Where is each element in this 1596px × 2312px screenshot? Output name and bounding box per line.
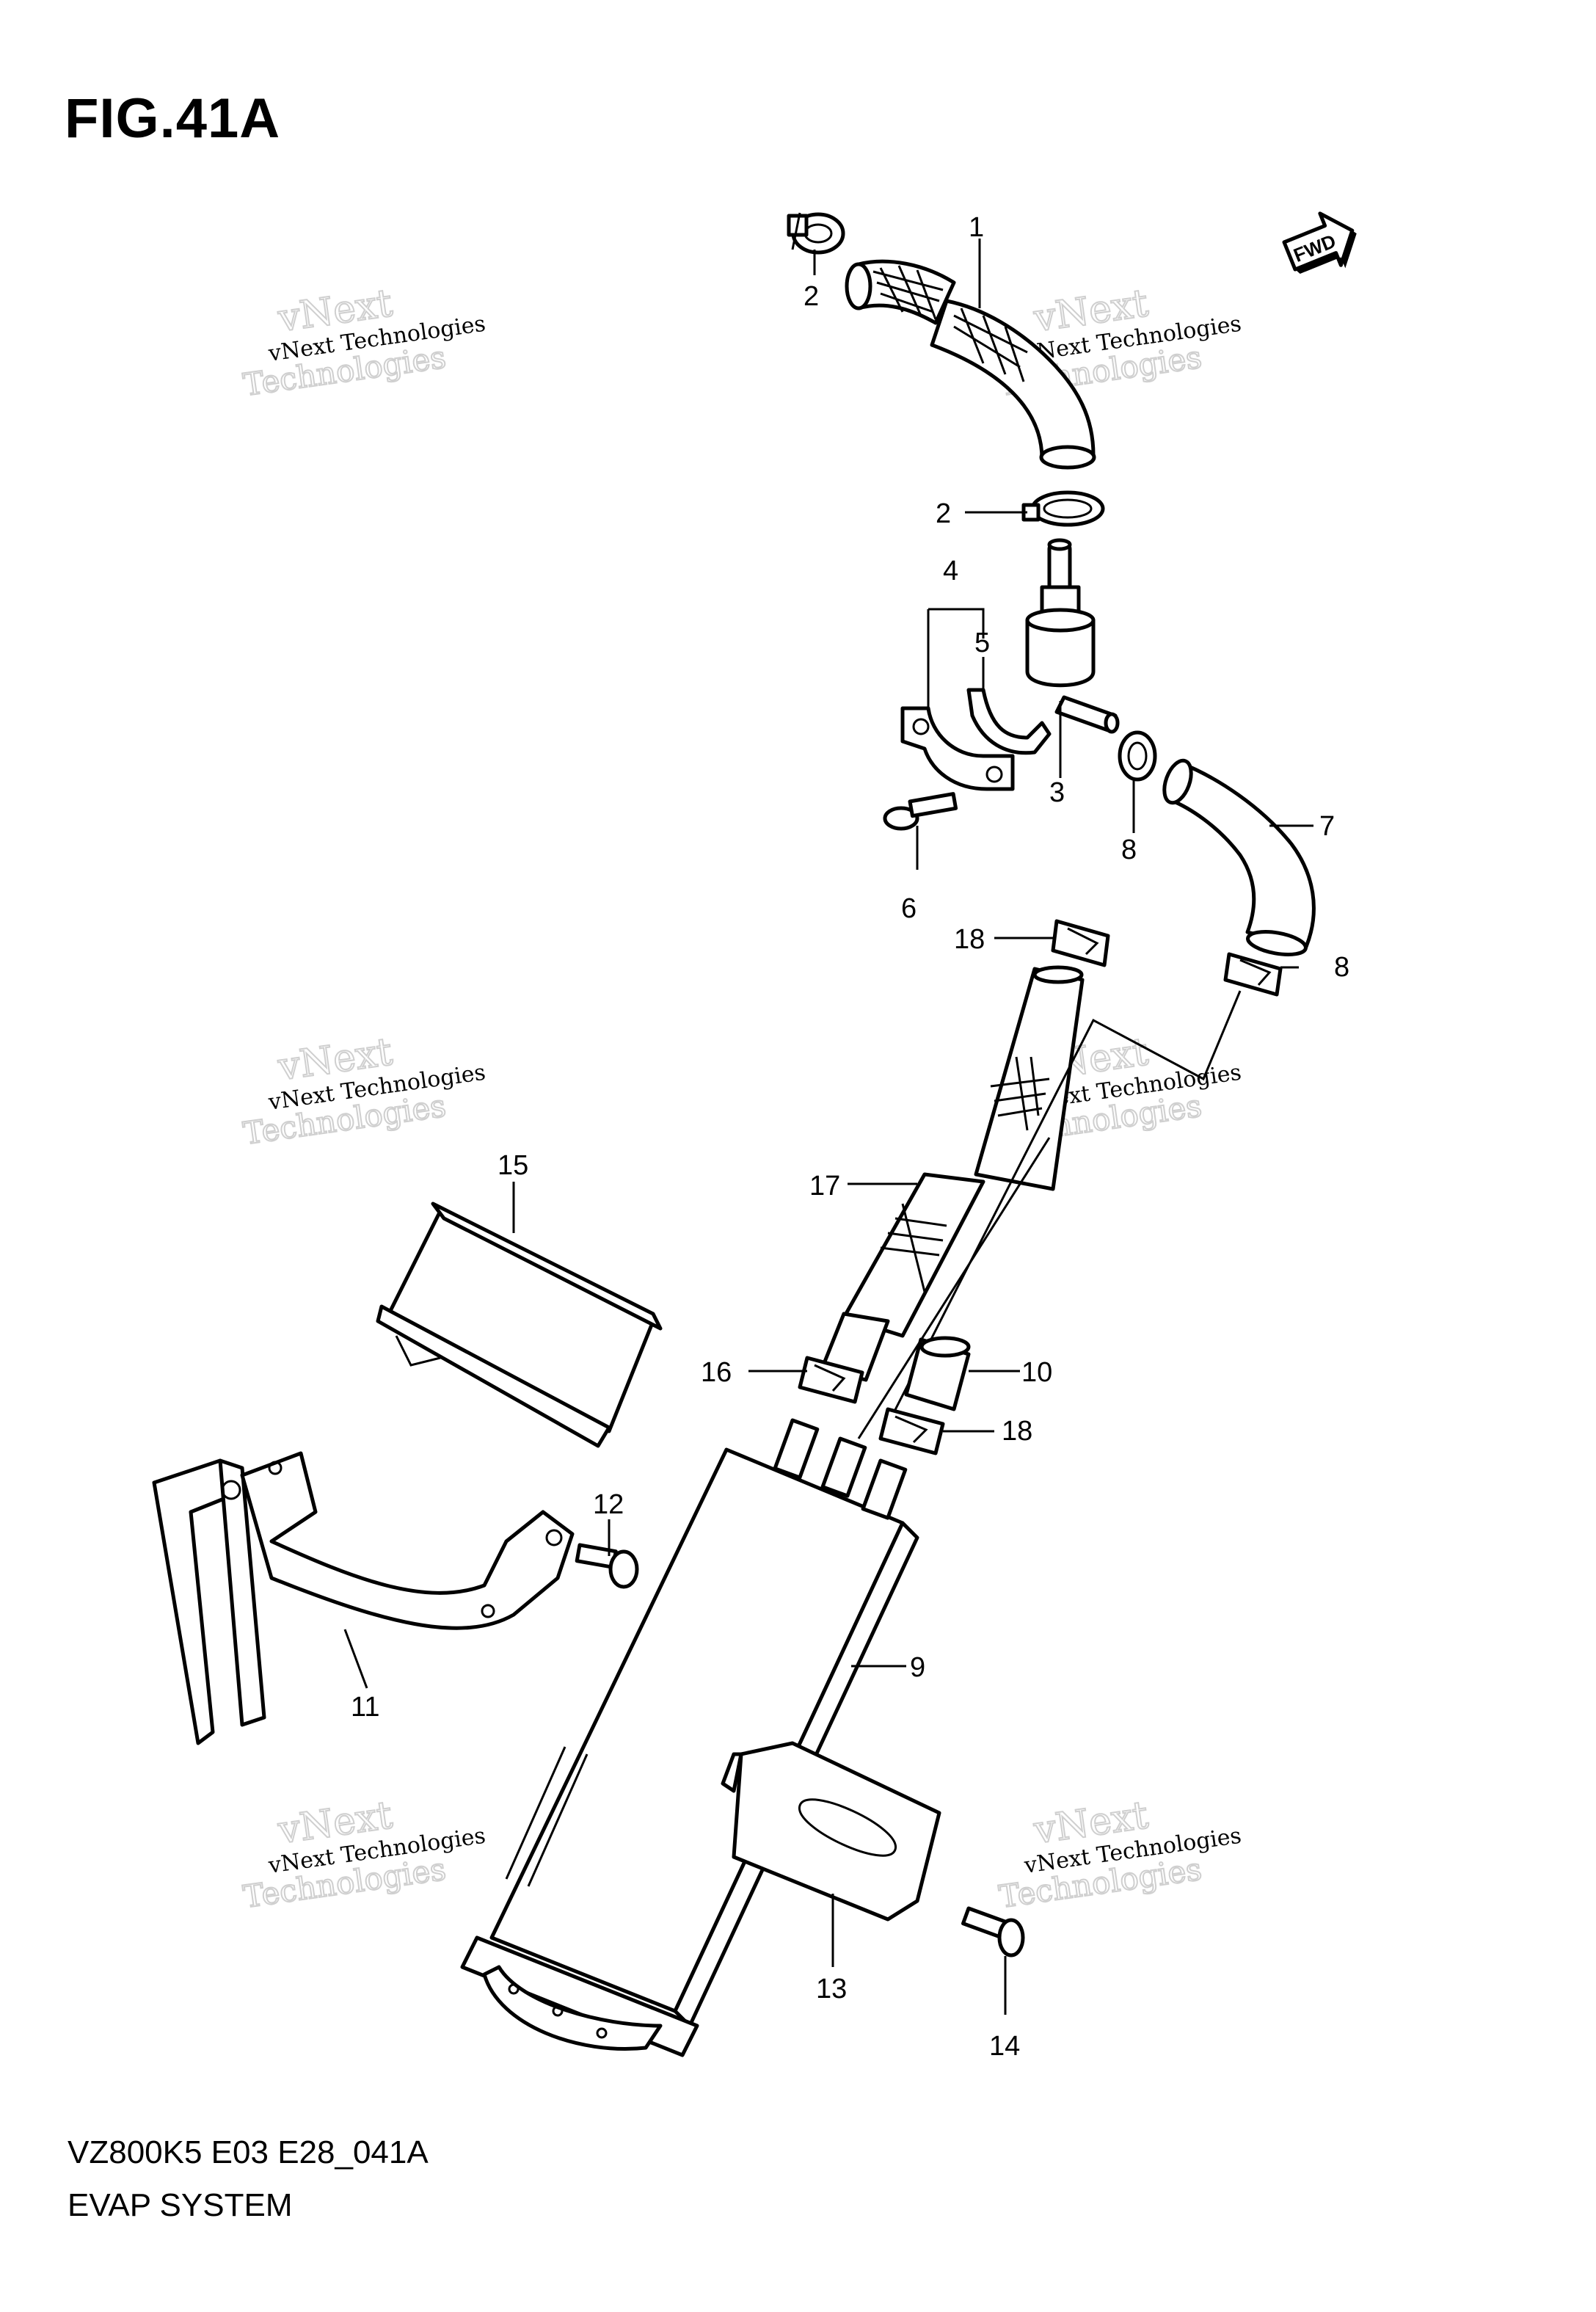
part-3-valve [1025,538,1120,734]
assembly-lines [857,990,1242,1439]
figure-subtitle: EVAP SYSTEM [68,2187,293,2223]
callout-1: 1 [969,212,984,243]
part-1-hose [845,259,1096,470]
callout-2-top: 2 [804,281,819,312]
part-14-screw [961,1906,1025,1957]
part-15-filter [376,1202,663,1448]
part-7-hose [1162,758,1316,956]
callout-12: 12 [593,1489,624,1520]
callout-9: 9 [910,1652,925,1683]
part-18-clip-lower [878,1407,945,1455]
fwd-arrow-icon: FWD [1282,211,1357,275]
callout-4: 4 [943,556,958,586]
callout-7: 7 [1319,811,1335,842]
part-8-clamp-lower [1223,952,1283,997]
callout-13: 13 [816,1974,847,2004]
part-2-clamp-mid [1021,490,1105,527]
callout-18-lower: 18 [1002,1416,1032,1447]
callout-6: 6 [901,893,917,924]
callout-15: 15 [498,1150,528,1181]
callout-3: 3 [1049,777,1065,808]
part-4-5-bracket [900,688,1052,791]
part-10-cap [904,1336,971,1411]
watermark-3: vNext vNext Technologies Technologies [240,1029,487,1152]
callout-8-upper: 8 [1121,835,1137,865]
callout-leaders [343,239,1313,2015]
part-16-clip [798,1356,864,1404]
part-18-clip-upper [1051,919,1110,967]
part-17-hose [820,965,1085,1382]
callout-2-mid: 2 [936,498,951,529]
callout-16: 16 [701,1357,732,1388]
part-13-holder [721,1741,941,1922]
watermark-5: vNext vNext Technologies Technologies [240,1792,487,1916]
callout-8-lower: 8 [1334,952,1349,983]
part-2-clamp-top [787,212,845,255]
callout-14: 14 [989,2031,1020,2062]
figure-title: FIG.41A [65,87,281,150]
callout-18-upper: 18 [954,924,985,955]
callout-5: 5 [974,628,990,658]
figure-code: VZ800K5 E03 E28_041A [68,2134,429,2170]
watermark-1: vNext vNext Technologies Technologies [240,280,487,404]
callout-11: 11 [351,1692,379,1723]
part-8-clamp-upper [1118,730,1157,782]
part-11-bracket [152,1451,575,1745]
part-12-bolt [575,1543,639,1589]
callout-numbers: 1 2 2 3 4 5 6 7 8 8 9 10 11 12 13 14 15 … [351,212,1349,2062]
watermark-6: vNext vNext Technologies Technologies [996,1792,1242,1916]
part-6-screw [883,792,958,831]
callout-10: 10 [1021,1357,1052,1388]
callout-17: 17 [809,1171,840,1202]
part-9-canister [460,1418,919,2057]
